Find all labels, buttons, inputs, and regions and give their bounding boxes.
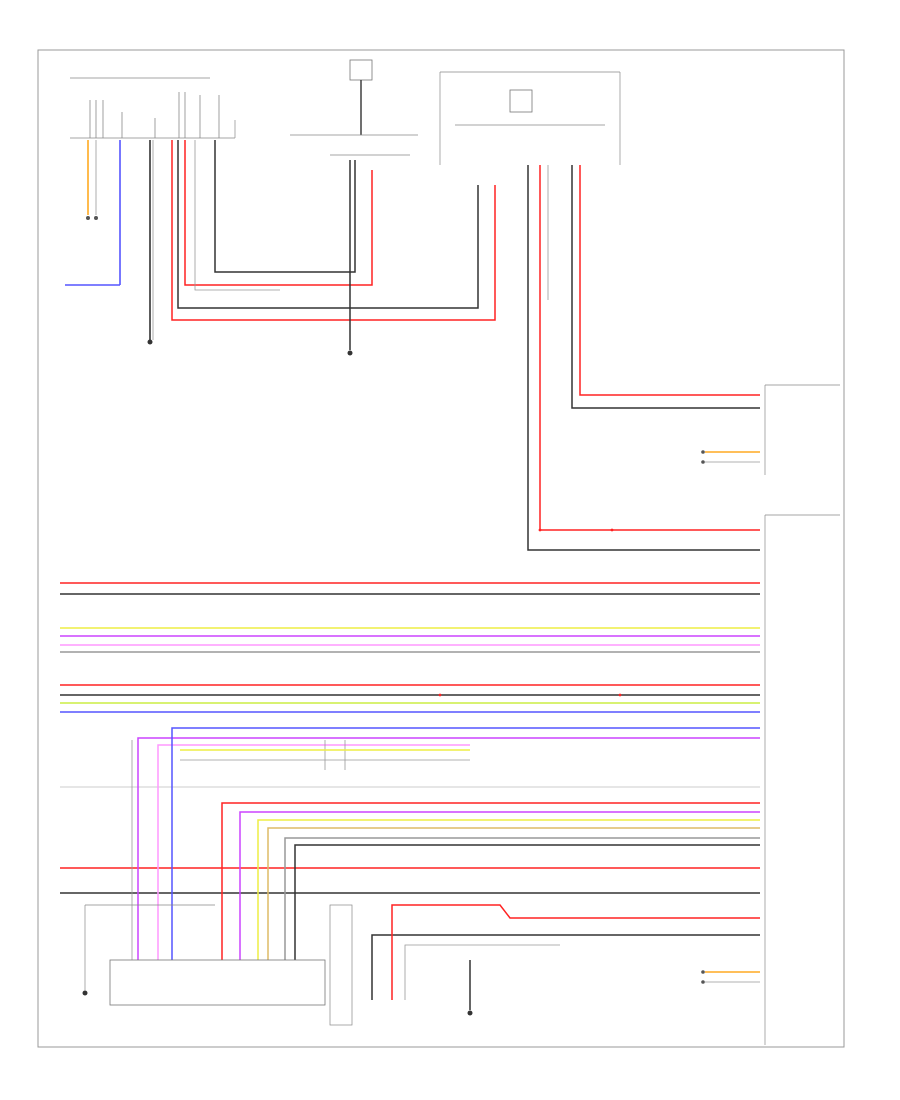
bottom-center-harness [329, 904, 760, 1026]
junction-marks [438, 528, 622, 697]
lower-bus-drops [221, 802, 760, 960]
top-right-verticals [527, 165, 760, 551]
center-ground-connector [290, 59, 418, 356]
bottom-left-connector [82, 904, 326, 1006]
right-module-main [764, 514, 840, 1045]
diagram-frame [37, 49, 845, 1048]
top-harness-loops [171, 140, 496, 321]
top-right-module [439, 71, 621, 165]
horizontal-bus [60, 582, 760, 894]
top-left-connector [65, 77, 236, 345]
bottom-left-drops [131, 727, 760, 960]
right-module-upper [701, 384, 840, 475]
